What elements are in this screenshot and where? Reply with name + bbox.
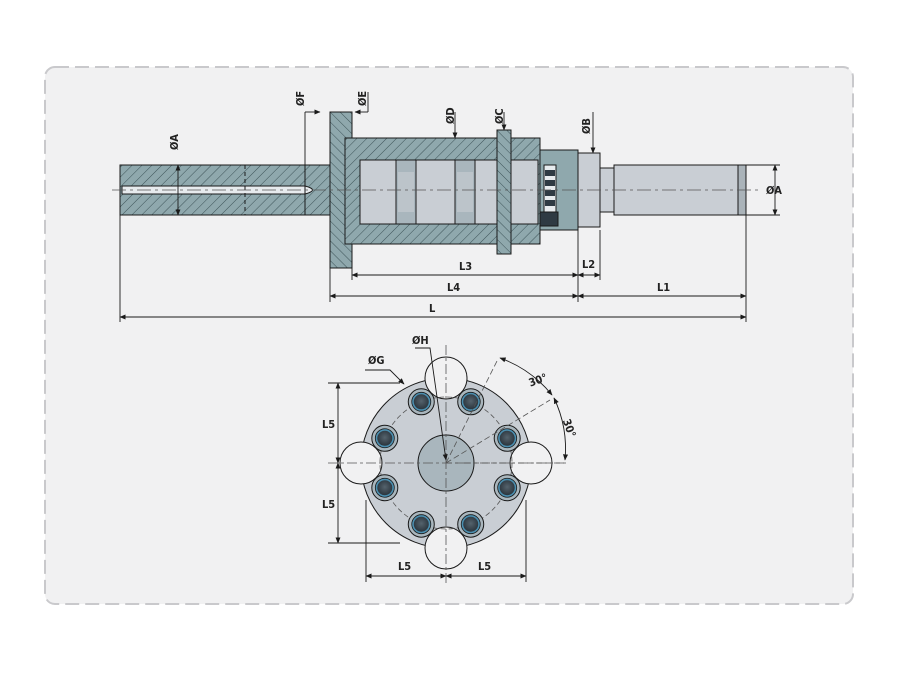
side-dimensions bbox=[119, 92, 780, 322]
label-len-l5-left: L5 bbox=[398, 560, 411, 573]
label-dia-e: ØE bbox=[356, 91, 369, 106]
front-view bbox=[328, 345, 566, 583]
label-len-l4: L4 bbox=[447, 281, 460, 294]
bolt-3 bbox=[493, 424, 521, 452]
label-dia-f: ØF bbox=[294, 91, 307, 106]
bolt-4 bbox=[493, 474, 521, 502]
label-angle-1: 30° bbox=[527, 371, 549, 390]
ball-row bbox=[545, 170, 555, 206]
collar-c bbox=[496, 129, 512, 255]
label-len-l1: L1 bbox=[657, 281, 670, 294]
bolt-2 bbox=[457, 388, 485, 416]
label-dia-d: ØD bbox=[444, 107, 457, 124]
label-len-l5-right: L5 bbox=[478, 560, 491, 573]
front-dimension-labels: ØG ØH 30° 30° L5 L5 L5 L5 bbox=[322, 334, 578, 573]
bolt-7 bbox=[371, 474, 399, 502]
label-angle-2: 30° bbox=[560, 417, 579, 439]
label-dia-a-left: ØA bbox=[168, 134, 181, 150]
label-len-l5-bottom: L5 bbox=[322, 498, 335, 511]
side-view bbox=[112, 111, 760, 269]
label-dia-h: ØH bbox=[412, 334, 429, 347]
bolt-8 bbox=[371, 424, 399, 452]
label-dia-g: ØG bbox=[368, 354, 385, 367]
label-len-l5-top: L5 bbox=[322, 418, 335, 431]
bolts bbox=[371, 388, 521, 538]
label-dia-c: ØC bbox=[493, 108, 506, 124]
side-dimension-labels: ØA ØF ØE ØD ØC ØB ØA L3 L2 L4 L1 L bbox=[168, 91, 782, 315]
label-dia-a-right: ØA bbox=[766, 184, 782, 197]
label-len-l2: L2 bbox=[582, 258, 595, 271]
label-len-l3: L3 bbox=[459, 260, 472, 273]
label-len-l: L bbox=[429, 302, 436, 315]
front-dimensions bbox=[328, 347, 569, 582]
label-dia-b: ØB bbox=[580, 118, 593, 134]
bolt-1 bbox=[407, 388, 435, 416]
bolt-5 bbox=[457, 510, 485, 538]
bolt-6 bbox=[407, 510, 435, 538]
